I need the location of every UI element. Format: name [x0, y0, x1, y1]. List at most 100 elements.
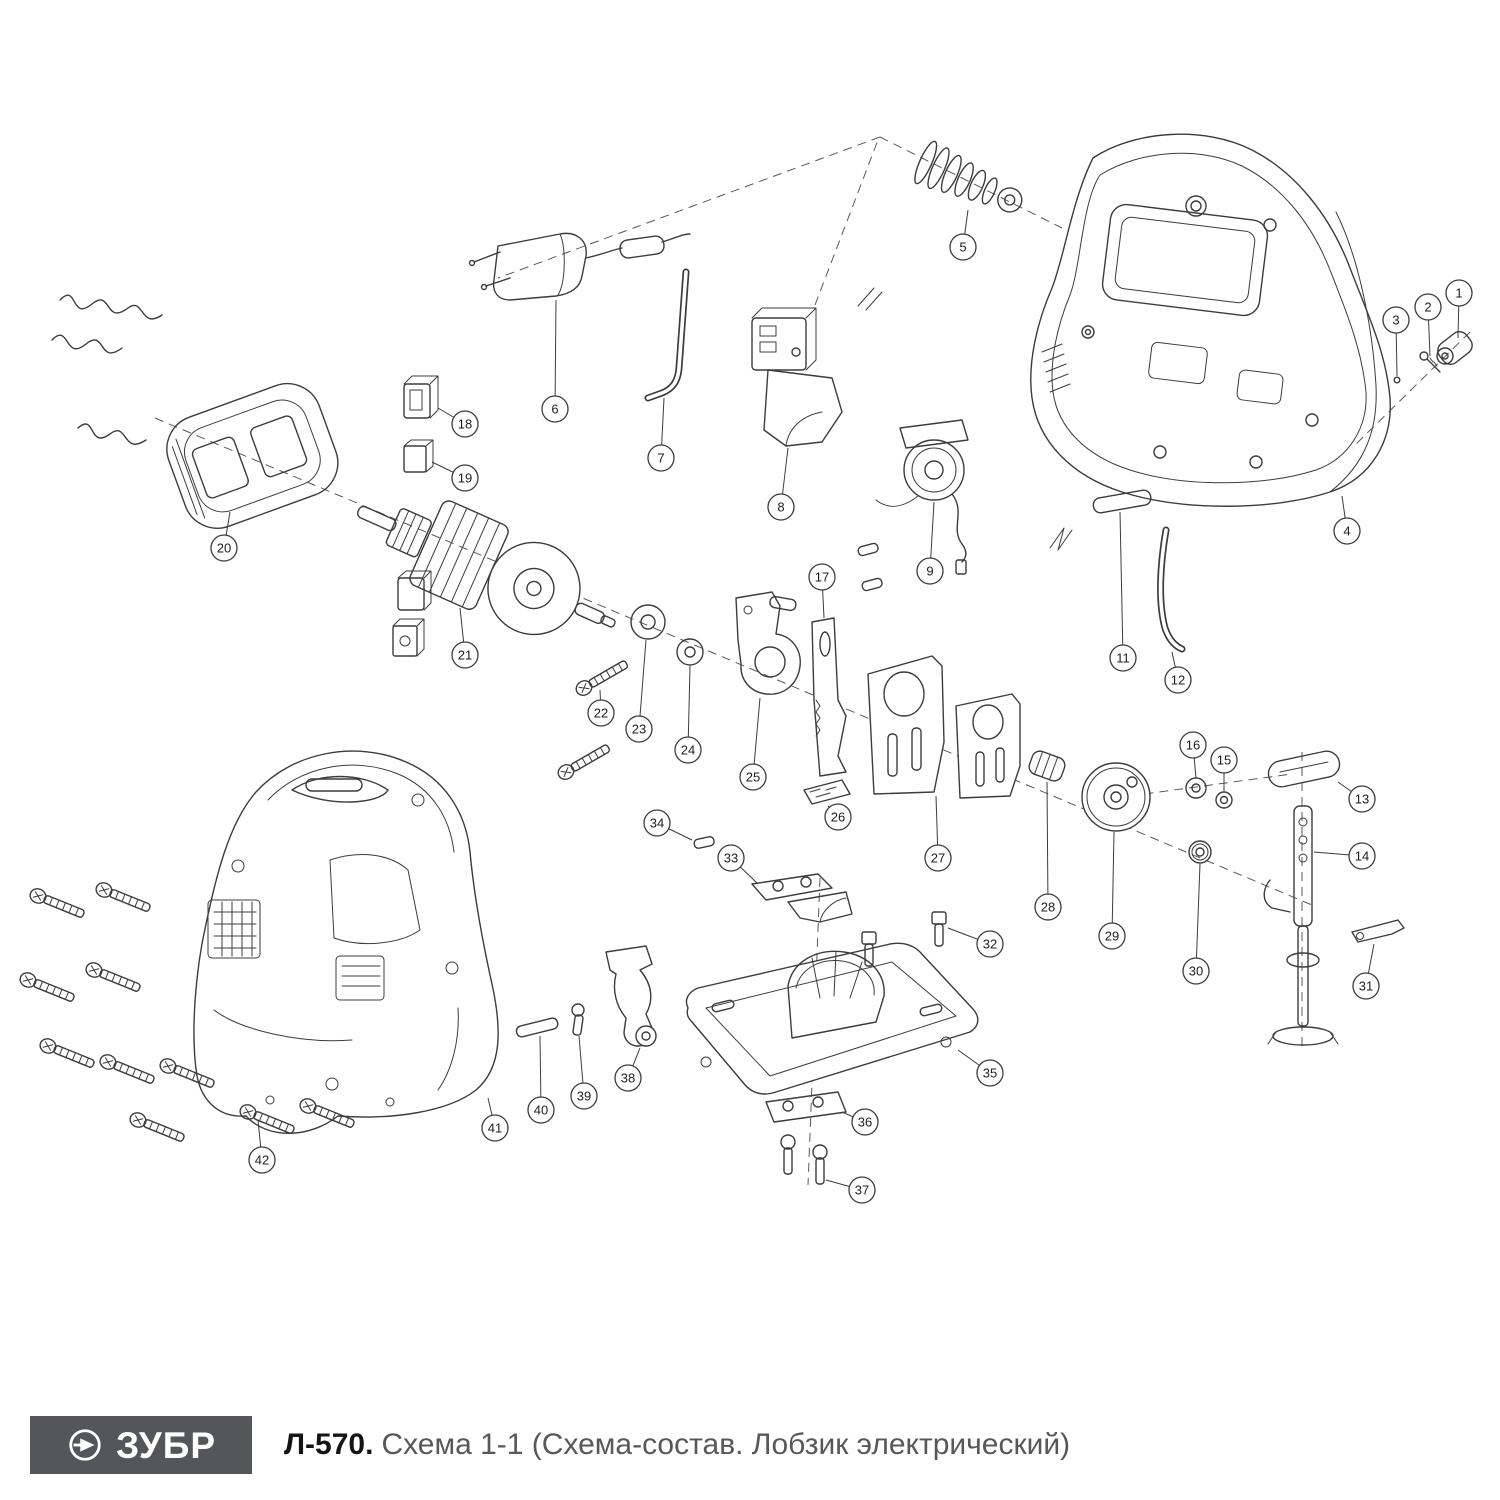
part-pin-11 [1092, 489, 1152, 514]
part-bearing-30 [1188, 840, 1212, 864]
svg-text:35: 35 [983, 1066, 997, 1081]
svg-text:22: 22 [594, 706, 608, 721]
part-brush-19 [403, 439, 434, 473]
part-screw-22a [572, 656, 631, 699]
callout-40: 40 [527, 1035, 555, 1124]
footer: ЗУБР Л-570.Схема 1-1 (Схема-состав. Лобз… [30, 1416, 1070, 1474]
zubr-logo-icon [69, 1429, 101, 1461]
svg-text:4: 4 [1343, 524, 1350, 539]
svg-text:17: 17 [815, 570, 829, 585]
callout-28: 28 [1034, 781, 1062, 921]
callout-34: 34 [643, 809, 693, 841]
svg-text:16: 16 [1186, 738, 1200, 753]
part-pin-40 [515, 1017, 559, 1038]
part-screw-32b [861, 931, 877, 967]
brand-name: ЗУБР [115, 1424, 217, 1466]
svg-text:11: 11 [1116, 651, 1130, 666]
svg-text:18: 18 [458, 417, 472, 432]
part-coil [875, 419, 969, 575]
callout-4: 4 [1333, 495, 1361, 545]
callout-20: 20 [210, 511, 238, 562]
part-screw-32a [931, 911, 947, 947]
svg-text:39: 39 [577, 1089, 591, 1104]
svg-text:38: 38 [621, 1071, 635, 1086]
part-plate-26 [803, 779, 851, 805]
callout-37: 37 [825, 1176, 876, 1204]
svg-text:20: 20 [217, 541, 231, 556]
svg-text:41: 41 [488, 1121, 502, 1136]
svg-text:9: 9 [926, 564, 933, 579]
callout-8: 8 [767, 447, 795, 521]
schema-description: Схема 1-1 (Схема-состав. Лобзик электрич… [381, 1428, 1071, 1461]
callout-38: 38 [614, 1047, 642, 1092]
callout-6: 6 [541, 299, 569, 423]
callout-42: 42 [248, 1119, 276, 1174]
callouts: 1234567891112131415161718192021222324252… [210, 209, 1473, 1204]
callout-39: 39 [570, 1035, 598, 1110]
svg-text:42: 42 [255, 1153, 269, 1168]
svg-text:13: 13 [1355, 792, 1369, 807]
svg-text:21: 21 [458, 648, 472, 663]
part-armature [357, 500, 616, 636]
callout-2: 2 [1414, 293, 1442, 357]
part-washer-16 [1185, 777, 1207, 799]
callout-22: 22 [587, 689, 615, 727]
part-brush-b [392, 618, 425, 657]
svg-text:14: 14 [1355, 849, 1369, 864]
svg-text:27: 27 [931, 851, 945, 866]
callout-33: 33 [717, 844, 759, 885]
callout-24: 24 [674, 665, 702, 764]
callout-19: 19 [431, 461, 479, 492]
svg-text:8: 8 [777, 500, 784, 515]
callout-25: 25 [739, 697, 767, 791]
callout-11: 11 [1109, 511, 1137, 672]
svg-text:40: 40 [534, 1103, 548, 1118]
svg-text:19: 19 [458, 471, 472, 486]
callout-31: 31 [1352, 943, 1380, 1000]
callout-3: 3 [1382, 306, 1410, 377]
part-gear-29 [1081, 762, 1151, 832]
part-hex-key [644, 268, 690, 402]
svg-text:23: 23 [632, 722, 646, 737]
schema-caption: Л-570.Схема 1-1 (Схема-состав. Лобзик эл… [284, 1428, 1070, 1462]
callout-1: 1 [1445, 279, 1473, 339]
svg-text:33: 33 [724, 851, 738, 866]
part-housing-right [1030, 133, 1391, 507]
svg-text:1: 1 [1455, 286, 1462, 301]
callout-41: 41 [481, 1097, 509, 1142]
svg-text:25: 25 [746, 770, 760, 785]
svg-text:26: 26 [831, 810, 845, 825]
part-knob-13 [1267, 750, 1341, 788]
svg-text:34: 34 [650, 816, 664, 831]
part-washer-24 [676, 638, 704, 666]
callout-18: 18 [437, 407, 479, 438]
part-screw-39 [571, 1003, 585, 1036]
part-base-plate-35 [685, 942, 979, 1095]
callout-17: 17 [808, 563, 836, 619]
part-ball-3 [1393, 376, 1401, 384]
callout-7: 7 [647, 397, 675, 472]
svg-text:3: 3 [1392, 313, 1399, 328]
part-rod-14 [1263, 805, 1339, 1046]
svg-text:5: 5 [959, 240, 966, 255]
part-screw-22b [554, 740, 613, 783]
part-pin-34 [693, 836, 715, 849]
part-brush-holder-b [397, 570, 432, 611]
callout-15: 15 [1210, 746, 1238, 791]
svg-text:24: 24 [681, 743, 695, 758]
callout-21: 21 [451, 607, 479, 669]
brand-badge: ЗУБР [30, 1416, 252, 1474]
svg-text:6: 6 [551, 402, 558, 417]
callout-29: 29 [1098, 831, 1126, 950]
part-coupler-28 [1028, 750, 1066, 782]
callout-35: 35 [957, 1049, 1004, 1087]
callout-27: 27 [924, 795, 952, 872]
svg-text:29: 29 [1105, 929, 1119, 944]
callout-26: 26 [824, 803, 852, 831]
part-clamp-33 [751, 873, 853, 923]
callout-30: 30 [1182, 863, 1210, 985]
part-plate-36 [765, 1091, 847, 1123]
svg-text:7: 7 [657, 451, 664, 466]
part-screw-2 [1419, 351, 1441, 373]
